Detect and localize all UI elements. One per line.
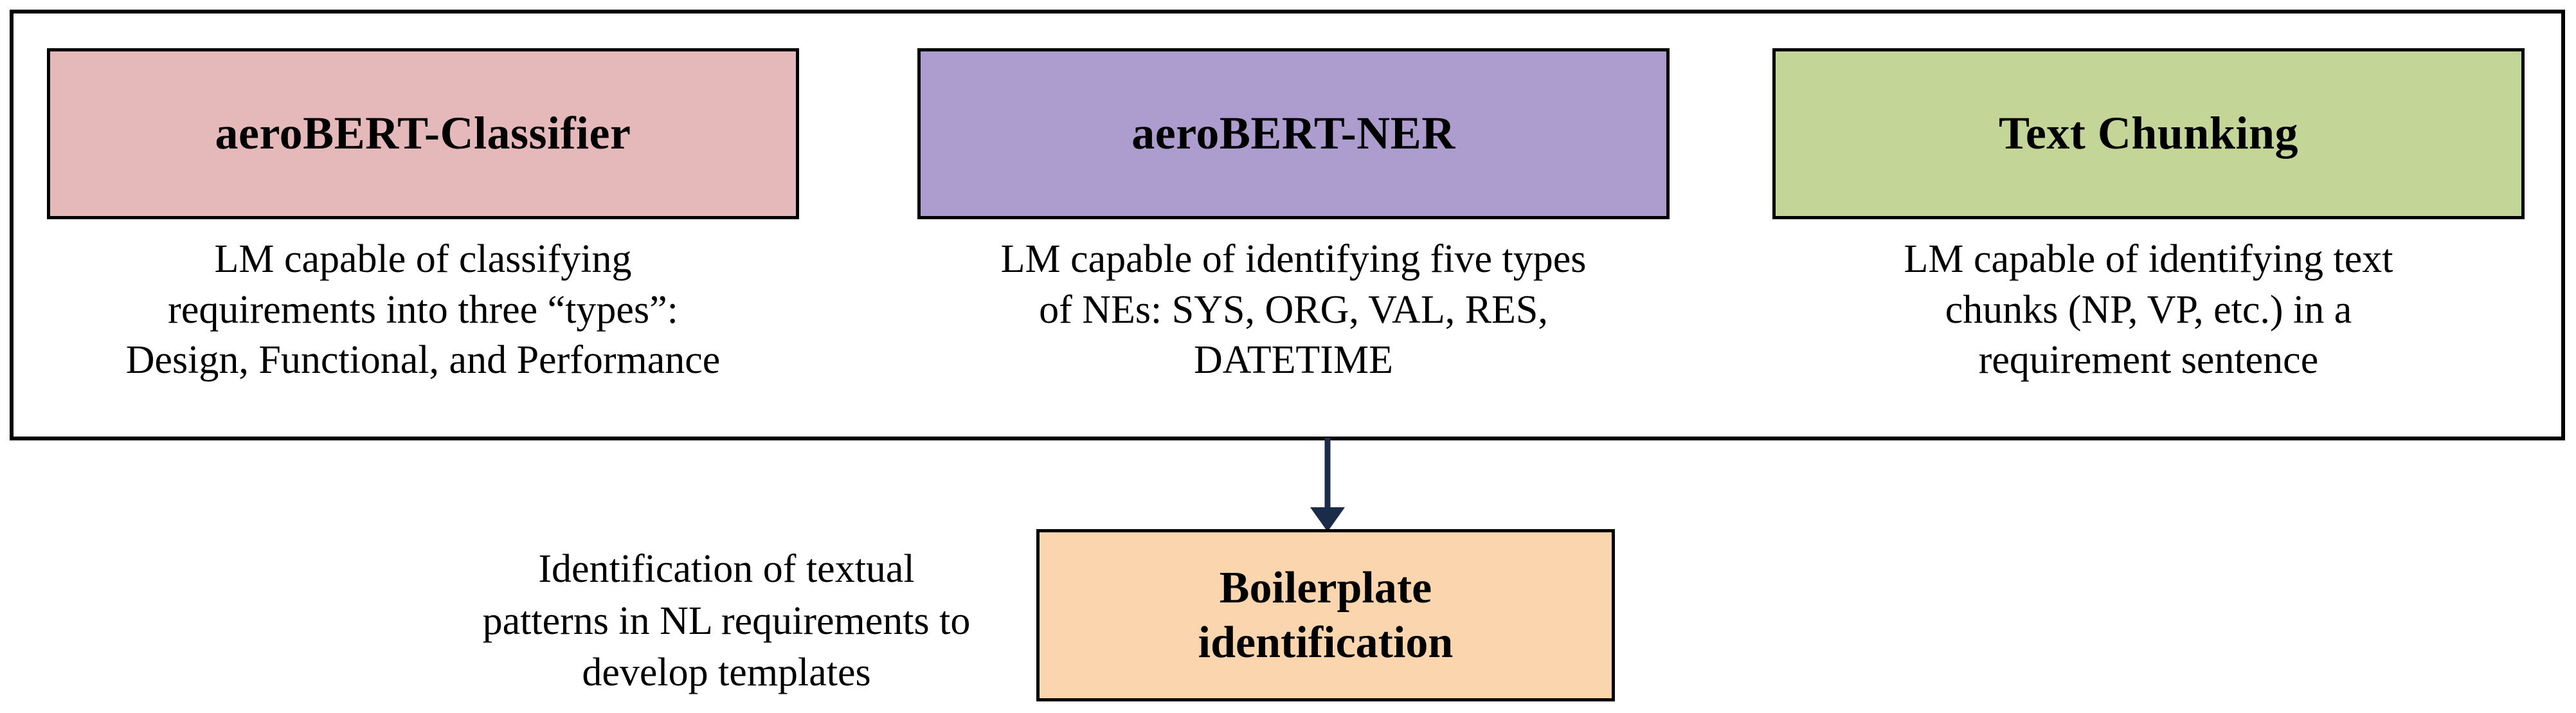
annotation-textual-patterns: Identification of textual patterns in NL… (482, 547, 971, 695)
model-box-classifier[interactable]: aeroBERT-Classifier (47, 48, 799, 219)
outcome-box-boilerplate-title: Boilerplate identification (1198, 563, 1454, 667)
outcome-box-boilerplate-identification[interactable]: Boilerplate identification (1036, 529, 1615, 701)
model-box-ner-caption: LM capable of identifying five types of … (1000, 237, 1587, 383)
model-box-text-chunking[interactable]: Text Chunking (1772, 48, 2525, 219)
model-box-classifier-caption: LM capable of classifying requirements i… (125, 237, 721, 383)
model-box-text-chunking-caption: LM capable of identifying text chunks (N… (1904, 237, 2393, 383)
connector-arrow (1279, 438, 1376, 533)
down-arrow-icon (1310, 438, 1345, 532)
model-box-classifier-title: aeroBERT-Classifier (215, 107, 631, 159)
model-box-ner[interactable]: aeroBERT-NER (917, 48, 1670, 219)
model-box-text-chunking-title: Text Chunking (1998, 107, 2299, 159)
model-box-ner-title: aeroBERT-NER (1131, 107, 1455, 159)
